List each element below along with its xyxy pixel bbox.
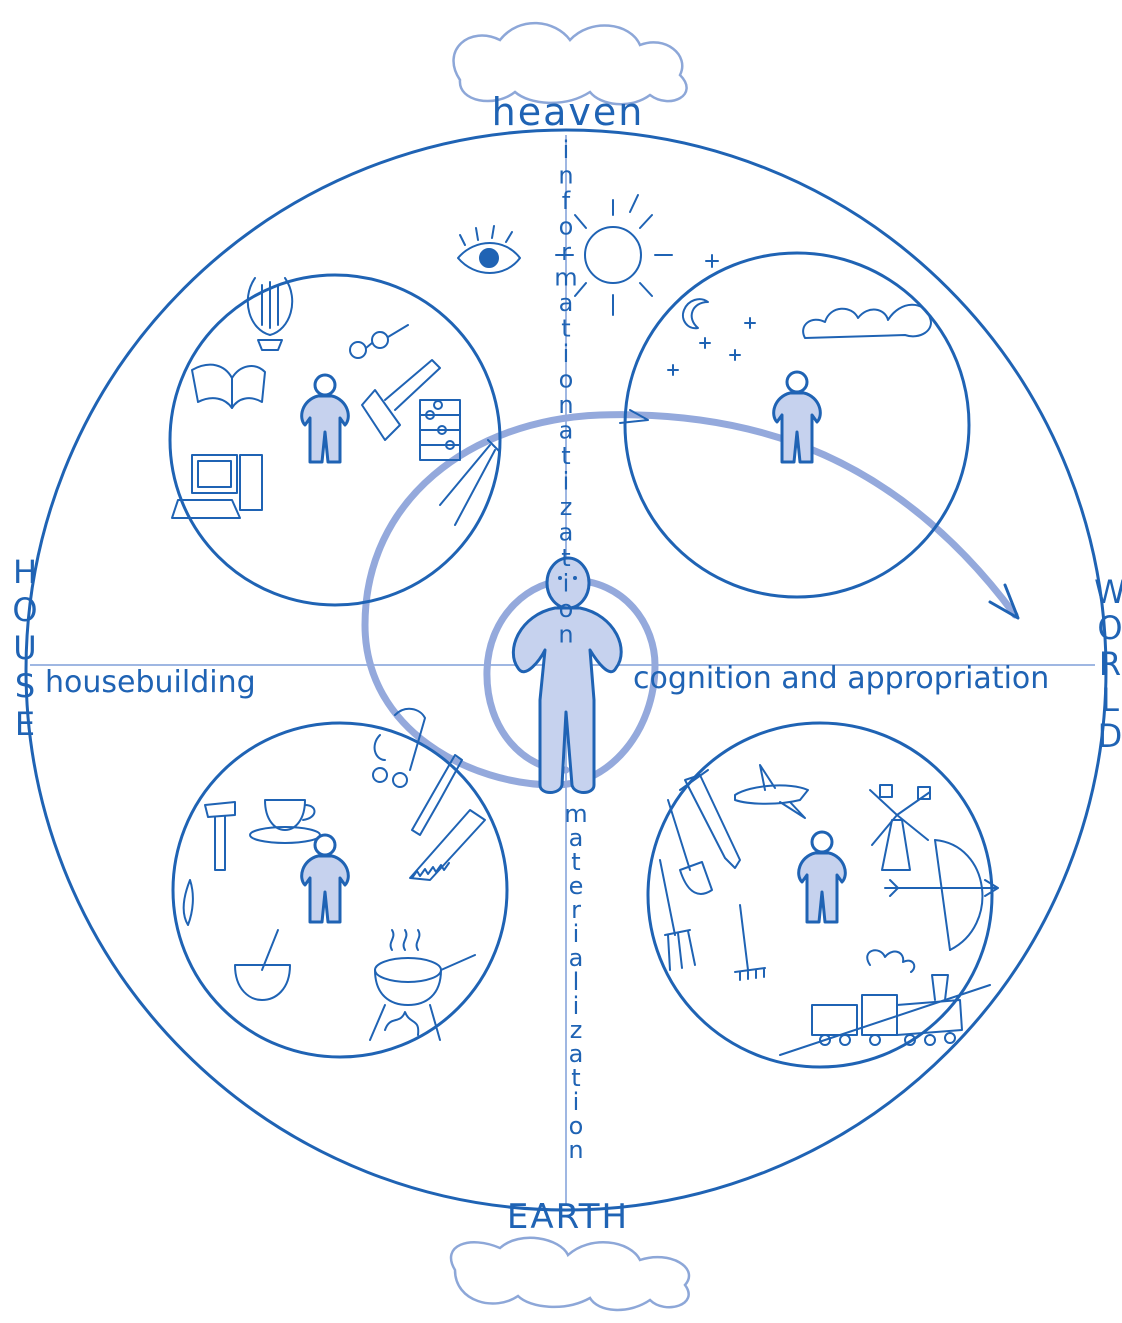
vertical-letter: i	[573, 992, 580, 1020]
airplane-icon	[734, 764, 809, 819]
eye-icon	[457, 225, 521, 274]
vertical-letter: a	[559, 289, 574, 317]
shovel-icon	[667, 799, 713, 895]
saw-icon	[409, 809, 486, 881]
vertical-letter: l	[573, 968, 580, 996]
vertical-letter: a	[559, 417, 574, 445]
vertical-letter: i	[563, 570, 570, 598]
needle-icon	[182, 879, 194, 926]
vertical-letter: n	[568, 1136, 583, 1164]
train-icon	[779, 949, 991, 1056]
vertical-letter: t	[571, 848, 580, 876]
circle-upper-left	[168, 273, 502, 607]
bow-arrow-icon	[884, 839, 999, 951]
writing-pen-icon	[361, 359, 441, 441]
vertical-letter: e	[569, 872, 584, 900]
earth-label: EARTH	[507, 1197, 629, 1237]
vertical-letter: D	[1098, 717, 1122, 755]
vertical-letter: r	[571, 896, 581, 924]
vertical-letter: n	[558, 391, 573, 419]
circle-upper-right	[623, 251, 971, 599]
glasses-icon	[349, 324, 409, 359]
vertical-letter: i	[573, 1088, 580, 1116]
vertical-letter: z	[560, 493, 573, 521]
spiral-arrowhead	[988, 583, 1020, 620]
vertical-letter: o	[559, 595, 574, 623]
vertical-letter: S	[15, 667, 35, 705]
vertical-letter: t	[561, 544, 570, 572]
human-figure-upper-right	[772, 370, 822, 464]
vertical-letter: o	[559, 366, 574, 394]
vertical-letter: a	[569, 1040, 584, 1068]
hammer-icon	[204, 801, 236, 871]
pliers-icon	[372, 707, 426, 788]
vertical-letter: i	[563, 340, 570, 368]
vertical-letter: o	[559, 213, 574, 241]
pitchfork-icon	[659, 859, 696, 971]
cloud-icon	[802, 303, 932, 339]
heaven-label: heaven	[492, 90, 645, 134]
sun-icon	[555, 194, 673, 316]
knife-icon	[411, 754, 463, 836]
bottom-cloud	[449, 1236, 691, 1312]
stars-icon	[667, 254, 756, 376]
vertical-letter: i	[563, 468, 570, 496]
teacup-icon	[249, 799, 321, 844]
human-figure-upper-left	[300, 373, 350, 464]
lyre-icon	[246, 277, 294, 351]
vertical-letter: t	[561, 315, 570, 343]
cognition-appropriation-label: cognition and appropriation	[633, 661, 1049, 696]
vertical-letter: f	[562, 187, 571, 215]
vertical-letter: L	[1101, 681, 1119, 719]
vertical-letter: n	[558, 162, 573, 190]
sword-icon	[679, 769, 741, 869]
moon-icon	[682, 298, 709, 330]
vertical-letter: m	[554, 264, 577, 292]
vertical-letter: t	[571, 1064, 580, 1092]
vertical-letter: O	[1097, 609, 1122, 647]
vertical-letter: i	[573, 920, 580, 948]
world-circle	[24, 128, 1108, 1212]
vertical-letter: E	[15, 705, 35, 743]
vertical-letter: U	[13, 629, 36, 667]
vertical-letter: H	[13, 553, 37, 591]
vertical-letter: m	[564, 800, 587, 828]
rake-icon	[734, 904, 766, 981]
abacus-icon	[419, 399, 461, 461]
mortar-pestle-icon	[234, 929, 291, 1001]
vertical-letter: W	[1094, 573, 1122, 611]
vertical-letter: i	[563, 136, 570, 164]
vertical-letter: n	[558, 621, 573, 649]
human-figure-lower-left	[300, 833, 350, 924]
grill-icon	[369, 929, 476, 1041]
central-human-figure	[511, 556, 623, 794]
vertical-letter: r	[561, 238, 571, 266]
vertical-letter: a	[569, 824, 584, 852]
book-icon	[191, 363, 266, 409]
top-cloud	[452, 21, 688, 106]
computer-icon	[171, 454, 263, 519]
vertical-letter: a	[569, 944, 584, 972]
compass-tool-icon	[439, 439, 501, 526]
housebuilding-label: housebuilding	[45, 665, 256, 700]
vertical-letter: z	[570, 1016, 583, 1044]
development-spiral	[361, 411, 1019, 789]
vertical-letter: O	[12, 591, 37, 629]
vertical-letter: t	[561, 442, 570, 470]
circle-lower-left	[171, 721, 509, 1059]
spiral-arrow-small	[619, 409, 649, 424]
vertical-letter: a	[559, 519, 574, 547]
circle-lower-right	[646, 721, 994, 1069]
vertical-letter: o	[569, 1112, 584, 1140]
human-figure-lower-right	[797, 830, 847, 924]
vertical-letter: R	[1099, 645, 1121, 683]
windmill-icon	[869, 784, 931, 871]
